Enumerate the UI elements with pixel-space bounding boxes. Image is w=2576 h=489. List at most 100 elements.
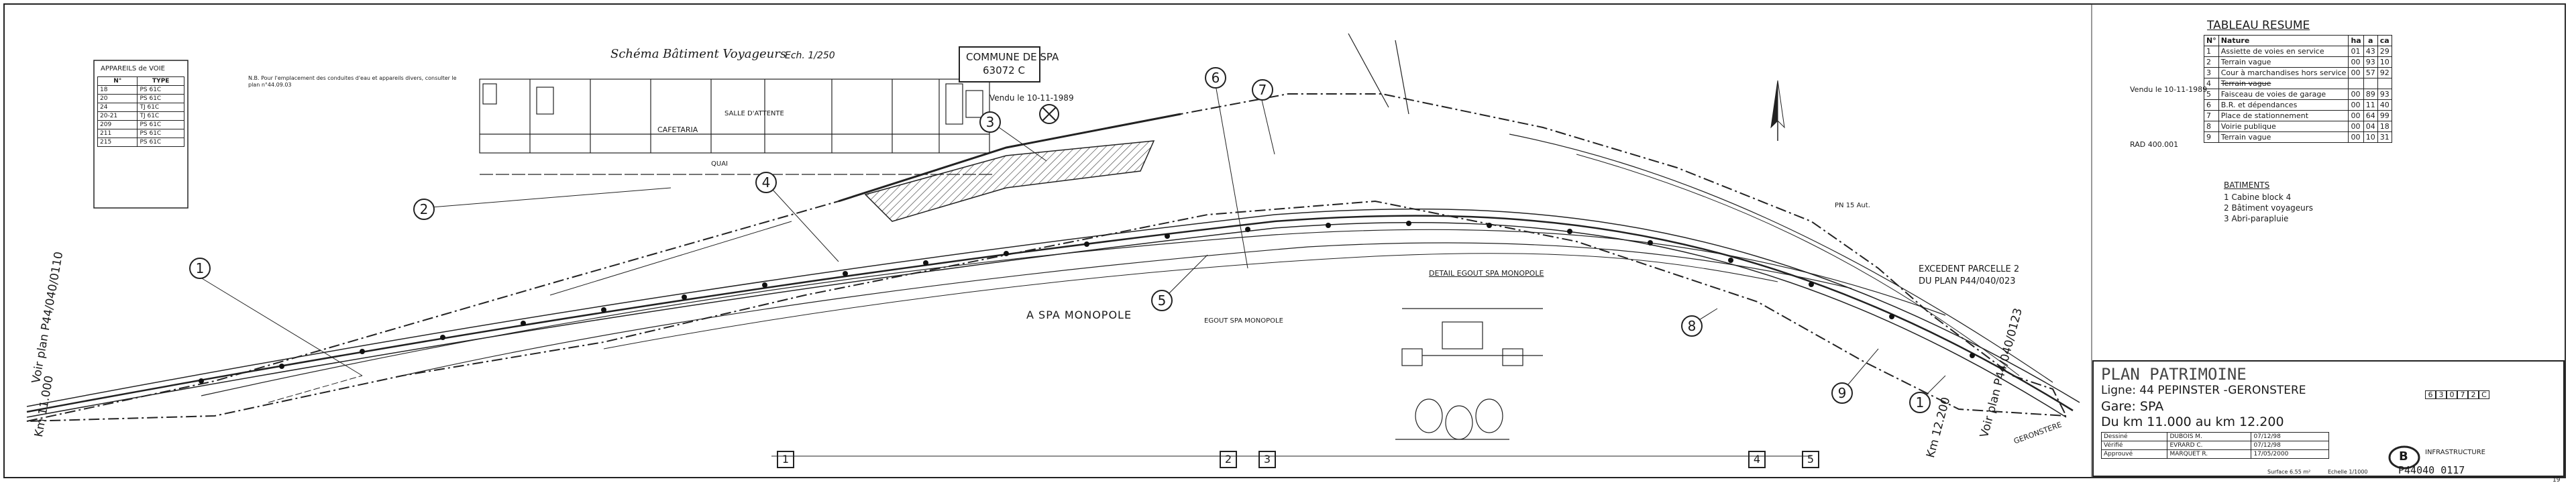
- gare-label: Gare: SPA: [2101, 399, 2164, 414]
- cell: [2363, 78, 2378, 89]
- parcel-marker: 1: [189, 258, 211, 279]
- cell: 07/12/98: [2251, 432, 2329, 441]
- col-header: ha: [2348, 35, 2364, 46]
- parcel-marker: 9: [1831, 382, 1853, 404]
- surface-label: Surface 6.55 m²: [2267, 469, 2311, 475]
- room-label: CAFETARIA: [657, 125, 698, 134]
- cell: 18: [2377, 121, 2392, 132]
- cell: 10: [2377, 56, 2392, 68]
- cell: 29: [2377, 46, 2392, 57]
- cell: 04: [2363, 121, 2378, 132]
- plan-number: P44040 0117: [2398, 464, 2465, 476]
- cell: 6: [2204, 99, 2219, 111]
- cell: PS 61C: [137, 94, 184, 103]
- col-header: a: [2363, 35, 2378, 46]
- cell: 00: [2348, 67, 2364, 78]
- mini-code: 2: [2468, 390, 2479, 399]
- building-marker: 5: [1802, 451, 1819, 468]
- col-header: N°: [2204, 35, 2219, 46]
- cell: PS 61C: [137, 138, 184, 147]
- building-marker: 2: [1220, 451, 1237, 468]
- building-marker: 3: [1258, 451, 1276, 468]
- cell: 40: [2377, 99, 2392, 111]
- cell: Assiette de voies en service: [2218, 46, 2349, 57]
- appareils-title: APPAREILS de VOIE: [101, 65, 165, 72]
- cell: 00: [2348, 99, 2364, 111]
- cell: 18: [97, 85, 138, 95]
- commune-box-frame: [959, 46, 1040, 83]
- sold-note: Vendu le 10-11-1989: [989, 93, 1074, 103]
- room-label: QUAI: [711, 160, 728, 168]
- building-title: Schéma Bâtiment Voyageurs: [610, 47, 787, 61]
- cell: Terrain vague: [2218, 56, 2349, 68]
- batiment-item: 1 Cabine block 4: [2224, 193, 2292, 202]
- cell: 209: [97, 120, 138, 129]
- room-label: SALLE D'ATTENTE: [724, 110, 784, 117]
- cell: TJ 61C: [137, 111, 184, 121]
- parcel-marker: 3: [979, 111, 1001, 133]
- cell: 31: [2377, 131, 2392, 143]
- building-scale: Ech. 1/250: [785, 50, 835, 61]
- note-text: N.B. Pour l'emplacement des conduites d'…: [248, 75, 457, 88]
- parcel-marker: 6: [1205, 67, 1226, 89]
- company-label: INFRASTRUCTURE: [2425, 449, 2485, 456]
- cell: DUBOIS M.: [2167, 432, 2252, 441]
- parcel-marker: 5: [1151, 290, 1173, 311]
- egout-label: EGOUT SPA MONOPOLE: [1204, 317, 1283, 325]
- cell: [2348, 78, 2364, 89]
- cell: EVRARD C.: [2167, 441, 2252, 450]
- logo-letter: B: [2399, 449, 2408, 464]
- cell: Voirie publique: [2218, 121, 2349, 132]
- sheet-index: 19: [2553, 477, 2561, 484]
- pk-note: PN 15 Aut.: [1835, 202, 1870, 209]
- mini-code-row: 6 3 0 7 2 C: [2425, 390, 2489, 399]
- mini-code: C: [2479, 390, 2489, 399]
- hatched-area: [864, 140, 1155, 222]
- commune-name: COMMUNE DE SPA: [966, 51, 1059, 63]
- plan-title: PLAN PATRIMOINE: [2101, 365, 2247, 384]
- commune-code: 63072 C: [983, 64, 1025, 76]
- cell: 3: [2204, 67, 2219, 78]
- chainage-dots: [199, 221, 1975, 384]
- cell: 01: [2348, 46, 2364, 57]
- parcel-marker: 8: [1681, 315, 1703, 337]
- cell: 10: [2363, 131, 2378, 143]
- cell: 64: [2363, 110, 2378, 121]
- cell: Cour à marchandises hors service: [2218, 67, 2349, 78]
- detail-title: DETAIL EGOUT SPA MONOPOLE: [1429, 269, 1544, 278]
- cell: 00: [2348, 56, 2364, 68]
- col-header: ca: [2377, 35, 2392, 46]
- cell: 43: [2363, 46, 2378, 57]
- cell: 93: [2363, 56, 2378, 68]
- track-lines: [26, 113, 2080, 418]
- tableau-rad-note: RAD 400.001: [2130, 140, 2179, 149]
- cell: B.R. et dépendances: [2218, 99, 2349, 111]
- cell: [2377, 78, 2392, 89]
- mini-code: 3: [2436, 390, 2447, 399]
- cell: PS 61C: [137, 129, 184, 138]
- mini-code: 6: [2425, 390, 2436, 399]
- cell: Terrain vague: [2218, 131, 2349, 143]
- cell: 93: [2377, 89, 2392, 100]
- cell: 24: [97, 103, 138, 112]
- cell: 00: [2348, 89, 2364, 100]
- cell: 20-21: [97, 111, 138, 121]
- cell: Vérifié: [2100, 441, 2168, 450]
- mini-code: 0: [2447, 390, 2457, 399]
- excedent-line1: EXCEDENT PARCELLE 2: [1919, 264, 2020, 274]
- legend-divider: [2091, 3, 2566, 478]
